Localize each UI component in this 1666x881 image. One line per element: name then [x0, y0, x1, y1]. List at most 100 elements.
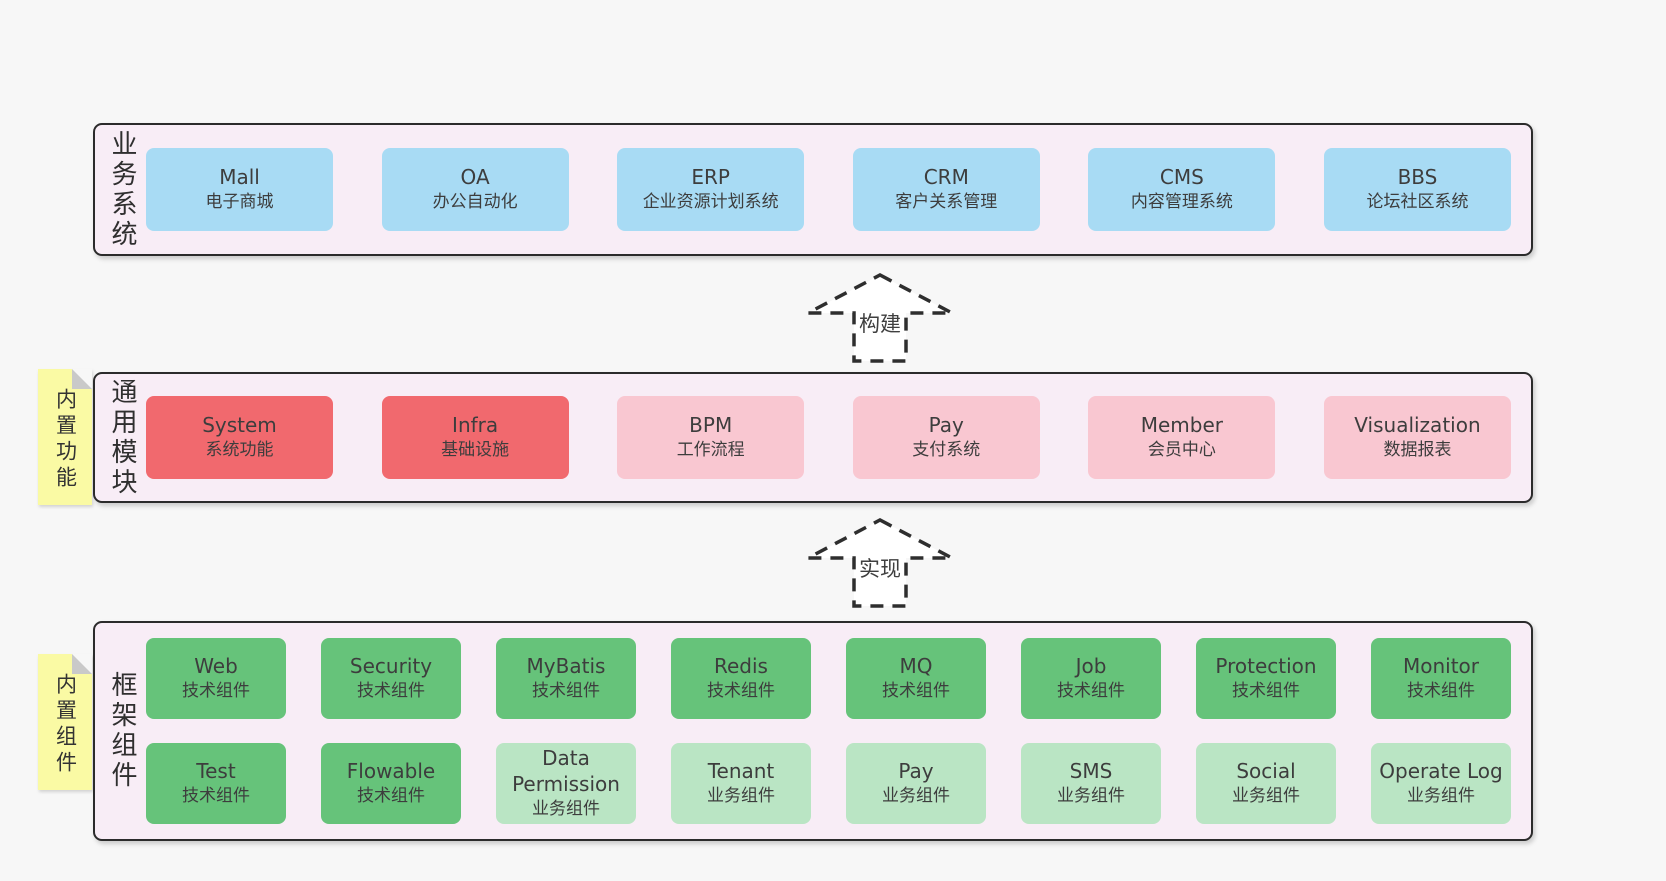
box-subtitle: 会员中心	[1147, 440, 1216, 460]
box-name: MQ	[899, 654, 933, 678]
band-row: System 系统功能 Infra 基础设施 BPM 工作流程 Pay 支付系统…	[146, 396, 1511, 479]
box-subtitle: 技术组件	[882, 681, 950, 701]
box-subtitle: 系统功能	[205, 440, 274, 460]
box-name: Monitor	[1402, 654, 1480, 678]
box-subtitle: 内容管理系统	[1130, 192, 1233, 212]
box-subtitle: 基础设施	[441, 440, 510, 460]
box-name: Redis	[714, 654, 768, 678]
box-subtitle: 业务组件	[1232, 786, 1300, 806]
box-name: Job	[1075, 654, 1107, 678]
box-subtitle: 技术组件	[707, 681, 775, 701]
box-bbs: BBS 论坛社区系统	[1323, 148, 1511, 231]
box-test: Test 技术组件	[146, 743, 286, 824]
box-oa: OA 办公自动化	[381, 148, 569, 231]
box-cms: CMS 内容管理系统	[1088, 148, 1276, 231]
box-operate-log: Operate Log 业务组件	[1371, 743, 1511, 824]
box-bpm: BPM 工作流程	[617, 396, 805, 479]
band-business-systems: 业务系统 Mall 电子商城 OA 办公自动化 ERP 企业资源计划系统 CRM…	[93, 123, 1533, 256]
band-row: Test 技术组件 Flowable 技术组件 Data Permission …	[146, 743, 1511, 824]
band-common-modules: 通用模块 System 系统功能 Infra 基础设施 BPM 工作流程 Pay…	[93, 372, 1533, 503]
box-name: Mall	[219, 165, 260, 189]
box-protection: Protection 技术组件	[1196, 638, 1336, 719]
box-subtitle: 业务组件	[882, 786, 950, 806]
box-name: Tenant	[707, 759, 775, 783]
box-subtitle: 电子商城	[205, 192, 274, 212]
box-security: Security 技术组件	[321, 638, 461, 719]
box-monitor: Monitor 技术组件	[1371, 638, 1511, 719]
box-name: Protection	[1215, 654, 1317, 678]
box-name: Social	[1236, 759, 1296, 783]
box-subtitle: 技术组件	[182, 786, 250, 806]
band-framework-components: 框架组件 Web 技术组件 Security 技术组件 MyBatis 技术组件…	[93, 621, 1533, 841]
box-subtitle: 办公自动化	[432, 192, 518, 212]
box-crm: CRM 客户关系管理	[852, 148, 1040, 231]
box-name: CMS	[1159, 165, 1204, 189]
band-label-business-systems: 业务系统	[107, 129, 137, 250]
box-name: Flowable	[346, 759, 436, 783]
box-subtitle: 技术组件	[532, 681, 600, 701]
box-web: Web 技术组件	[146, 638, 286, 719]
sticky-note-built-in-features: 内置功能	[38, 369, 92, 505]
box-name: System	[202, 413, 277, 437]
box-mall: Mall 电子商城	[146, 148, 333, 231]
box-subtitle: 技术组件	[357, 681, 425, 701]
band-label-framework-components: 框架组件	[107, 671, 137, 791]
box-subtitle: 技术组件	[182, 681, 250, 701]
box-name: Infra	[452, 413, 499, 437]
box-subtitle: 业务组件	[1407, 786, 1475, 806]
box-member: Member 会员中心	[1088, 396, 1276, 479]
box-job: Job 技术组件	[1021, 638, 1161, 719]
box-pay: Pay 支付系统	[852, 396, 1040, 479]
sticky-label: 内置功能	[53, 388, 78, 492]
box-redis: Redis 技术组件	[671, 638, 811, 719]
band-label-common-modules: 通用模块	[107, 377, 137, 498]
sticky-label: 内置组件	[53, 673, 78, 777]
box-name: Security	[349, 654, 433, 678]
box-infra: Infra 基础设施	[381, 396, 569, 479]
box-name: BPM	[689, 413, 733, 437]
box-subtitle: 客户关系管理	[895, 192, 998, 212]
box-subtitle: 数据报表	[1383, 440, 1452, 460]
box-name: ERP	[691, 165, 730, 189]
box-name: Data Permission	[512, 746, 620, 796]
box-name: Member	[1140, 413, 1223, 437]
box-subtitle: 技术组件	[1407, 681, 1475, 701]
box-subtitle: 工作流程	[676, 440, 745, 460]
box-subtitle: 技术组件	[357, 786, 425, 806]
box-sms: SMS 业务组件	[1021, 743, 1161, 824]
band-row: Web 技术组件 Security 技术组件 MyBatis 技术组件 Redi…	[146, 638, 1511, 719]
box-name: SMS	[1069, 759, 1113, 783]
box-name: Visualization	[1354, 413, 1481, 437]
box-system: System 系统功能	[146, 396, 333, 479]
box-pay-business: Pay 业务组件	[846, 743, 986, 824]
box-erp: ERP 企业资源计划系统	[617, 148, 805, 231]
box-tenant: Tenant 业务组件	[671, 743, 811, 824]
box-subtitle: 企业资源计划系统	[642, 192, 779, 212]
box-name: MyBatis	[526, 654, 606, 678]
box-mq: MQ 技术组件	[846, 638, 986, 719]
box-mybatis: MyBatis 技术组件	[496, 638, 636, 719]
box-social: Social 业务组件	[1196, 743, 1336, 824]
box-visualization: Visualization 数据报表	[1323, 396, 1511, 479]
box-flowable: Flowable 技术组件	[321, 743, 461, 824]
box-name: Operate Log	[1379, 759, 1503, 783]
box-subtitle: 业务组件	[532, 799, 600, 819]
box-name: CRM	[923, 165, 969, 189]
box-subtitle: 业务组件	[707, 786, 775, 806]
arrow-build: 构建	[805, 272, 955, 364]
sticky-note-built-in-components: 内置组件	[38, 654, 92, 790]
box-subtitle: 技术组件	[1232, 681, 1300, 701]
box-subtitle: 技术组件	[1057, 681, 1125, 701]
box-name: Pay	[928, 413, 964, 437]
box-name: BBS	[1397, 165, 1438, 189]
box-name: Web	[194, 654, 238, 678]
box-data-permission: Data Permission 业务组件	[496, 743, 636, 824]
box-name: Test	[196, 759, 236, 783]
arrow-build-label: 构建	[856, 311, 904, 337]
box-subtitle: 业务组件	[1057, 786, 1125, 806]
box-name: OA	[460, 165, 490, 189]
box-subtitle: 论坛社区系统	[1366, 192, 1469, 212]
box-name: Pay	[898, 759, 934, 783]
band-row: Mall 电子商城 OA 办公自动化 ERP 企业资源计划系统 CRM 客户关系…	[146, 148, 1511, 231]
